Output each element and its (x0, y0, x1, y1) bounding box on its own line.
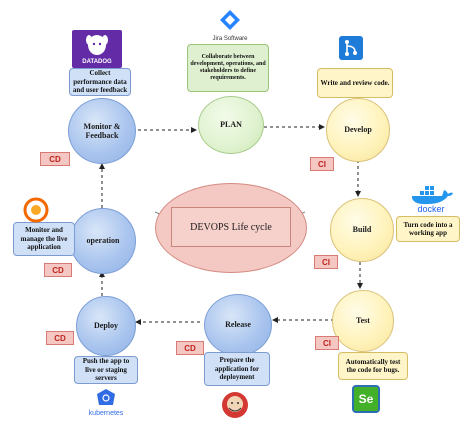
note-test: Automatically test the code for bugs. (338, 352, 408, 380)
stage-release: Release (204, 294, 272, 356)
note-operation: Monitor and manage the live application (13, 222, 75, 256)
cd-tag-monitor: CD (40, 152, 70, 166)
datadog-label: DATADOG (82, 59, 112, 65)
note-release: Prepare the application for deployment (204, 352, 270, 386)
cd-tag-deploy: CD (46, 331, 74, 345)
note-plan: Collaborate between development, operati… (187, 44, 269, 92)
note-develop: Write and review code. (317, 68, 393, 98)
kubernetes-label: kubernetes (88, 410, 124, 417)
docker-label: docker (417, 204, 445, 214)
note-deploy: Push the app to live or staging servers (74, 356, 138, 384)
selenium-label: Se (358, 392, 374, 406)
jira-label: Jira Software (212, 36, 248, 42)
docker-icon: docker (406, 186, 456, 214)
kubernetes-icon (94, 388, 118, 410)
stage-test: Test (332, 290, 394, 352)
git-icon (339, 36, 363, 60)
stage-plan: PLAN (198, 96, 264, 154)
jenkins-icon (220, 390, 250, 420)
note-monitor: Collect performance data and user feedba… (69, 68, 131, 96)
ci-tag-test: CI (315, 336, 339, 350)
lifecycle-title: DEVOPS Life cycle (171, 207, 291, 247)
ci-tag-build: CI (314, 255, 338, 269)
ci-tag-develop: CI (310, 157, 334, 171)
grafana-icon (22, 196, 50, 224)
datadog-icon: DATADOG (72, 30, 122, 68)
stage-operation: operation (70, 208, 136, 274)
stage-monitor-feedback: Monitor & Feedback (68, 98, 136, 164)
note-build: Turn code into a working app (396, 216, 460, 242)
stage-build: Build (330, 198, 394, 262)
selenium-icon: Se (352, 385, 380, 413)
stage-develop: Develop (326, 98, 390, 162)
stage-deploy: Deploy (76, 296, 136, 356)
cd-tag-release: CD (176, 341, 204, 355)
jira-icon (212, 8, 248, 36)
cd-tag-operation: CD (44, 263, 72, 277)
